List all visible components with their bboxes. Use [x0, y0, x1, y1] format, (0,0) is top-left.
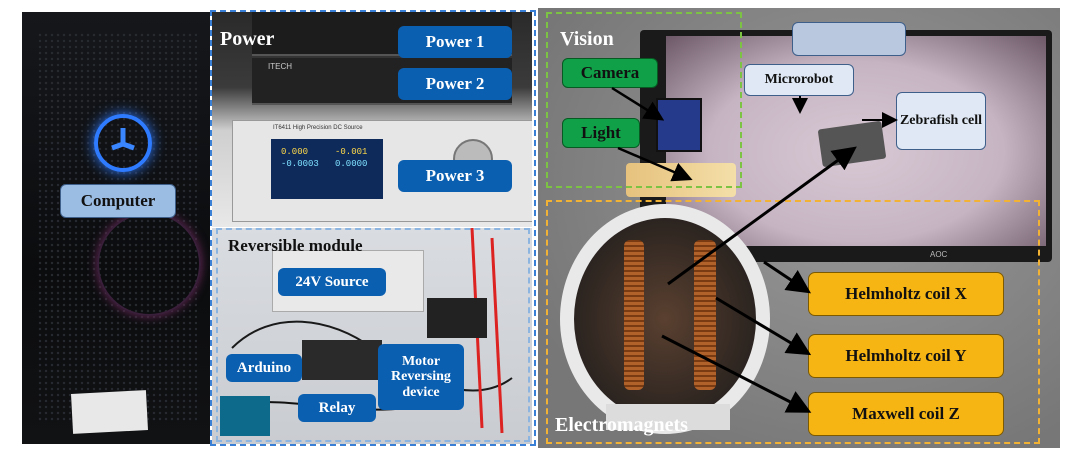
readout-2: -0.001	[335, 147, 368, 157]
computer-photo	[22, 12, 210, 444]
power-2-label: Power 2	[398, 68, 512, 100]
arduino-board	[220, 396, 270, 436]
motor-reversing-label: Motor Reversing device	[378, 344, 464, 410]
paper-sheet	[71, 390, 148, 434]
zebrafish-label: Zebrafish cell	[896, 92, 986, 150]
psu-screen: 0.000 -0.001 -0.0003 0.0000	[271, 139, 383, 199]
helmholtz-y-label: Helmholtz coil Y	[808, 334, 1004, 378]
power-title: Power	[220, 28, 275, 50]
relay-label: Relay	[298, 394, 376, 422]
electromagnets-title: Electromagnets	[555, 414, 688, 436]
reversible-module-title: Reversible module	[228, 236, 363, 255]
copper-coil-1	[624, 240, 644, 390]
fan-ring	[97, 212, 201, 316]
arduino-label: Arduino	[226, 354, 302, 382]
motor-board	[427, 298, 487, 338]
readout-3: -0.0003	[281, 159, 319, 169]
readout-4: 0.0000	[335, 159, 368, 169]
relay-board	[302, 340, 382, 380]
maxwell-z-label: Maxwell coil Z	[808, 392, 1004, 436]
itech-brand: ITECH	[268, 62, 292, 71]
helmholtz-x-label: Helmholtz coil X	[808, 272, 1004, 316]
power-frame	[210, 10, 536, 446]
monitor-brand: AOC	[930, 250, 948, 259]
light-label: Light	[562, 118, 640, 148]
computer-label: Computer	[60, 184, 176, 218]
roi-label	[792, 22, 906, 56]
power-3-label: Power 3	[398, 160, 512, 192]
vision-frame	[546, 12, 742, 188]
source-model: IT6411 High Precision DC Source	[273, 125, 363, 131]
vision-title: Vision	[560, 28, 614, 50]
camera-label: Camera	[562, 58, 658, 88]
reversible-module-frame	[216, 228, 530, 442]
readout-1: 0.000	[281, 147, 309, 157]
power-1-label: Power 1	[398, 26, 512, 58]
microrobot-label: Microrobot	[744, 64, 854, 96]
24v-source-label: 24V Source	[278, 268, 386, 296]
power-logo-icon	[94, 114, 152, 172]
